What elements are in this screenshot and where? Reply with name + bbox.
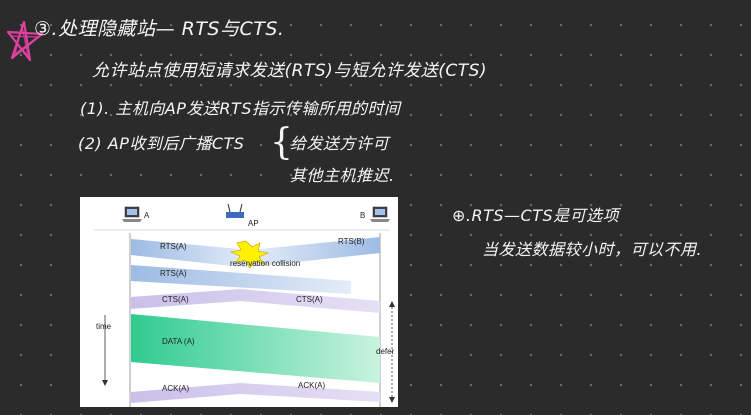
node-b-label: B [360,211,366,220]
rts-a-first-label: RTS(A) [160,242,187,251]
collision-burst-icon [230,240,269,269]
note-item-2-defer: 其他主机推迟. [290,166,395,185]
laptop-a-icon [122,206,142,222]
ack-right-label: ACK(A) [298,381,326,390]
cts-a-left-label: CTS(A) [162,295,189,304]
star-mark-icon [6,20,44,62]
rts-cts-diagram: A AP B RTS(A) RTS(B) reservation collisi… [80,197,398,407]
note-item-2-permit: 给发送方许可 [290,134,390,153]
note-item-1: (1). 主机向AP发送RTS指示传输所用的时间 [80,99,401,118]
time-label: time [96,322,112,331]
node-a-label: A [144,211,150,220]
collision-label: reservation collision [230,259,301,268]
side-note-optional: ⊕.RTS—CTS是可选项 [452,206,620,225]
ack-band [131,383,380,403]
rts-a-first-band [131,239,250,268]
access-point-icon [226,203,244,218]
rts-a-second-band [131,265,351,294]
rts-a-second-label: RTS(A) [160,269,187,278]
defer-label: defer [376,347,395,356]
cts-a-band [131,289,380,313]
rts-b-label: RTS(B) [338,237,365,246]
ack-left-label: ACK(A) [162,384,190,393]
data-band [131,314,380,383]
data-label: DATA (A) [162,337,195,346]
node-ap-label: AP [248,219,259,228]
brace-mark: { [270,122,293,163]
side-note-small-data: 当发送数据较小时，可以不用. [482,240,703,259]
rts-b-band [250,237,380,267]
laptop-b-icon [370,206,390,222]
cts-a-right-label: CTS(A) [296,295,323,304]
section-heading: ③.处理隐藏站— RTS与CTS. [34,18,285,40]
note-line-rts-cts: 允许站点使用短请求发送(RTS)与短允许发送(CTS) [92,61,488,81]
note-item-2: (2) AP收到后广播CTS [78,134,245,153]
